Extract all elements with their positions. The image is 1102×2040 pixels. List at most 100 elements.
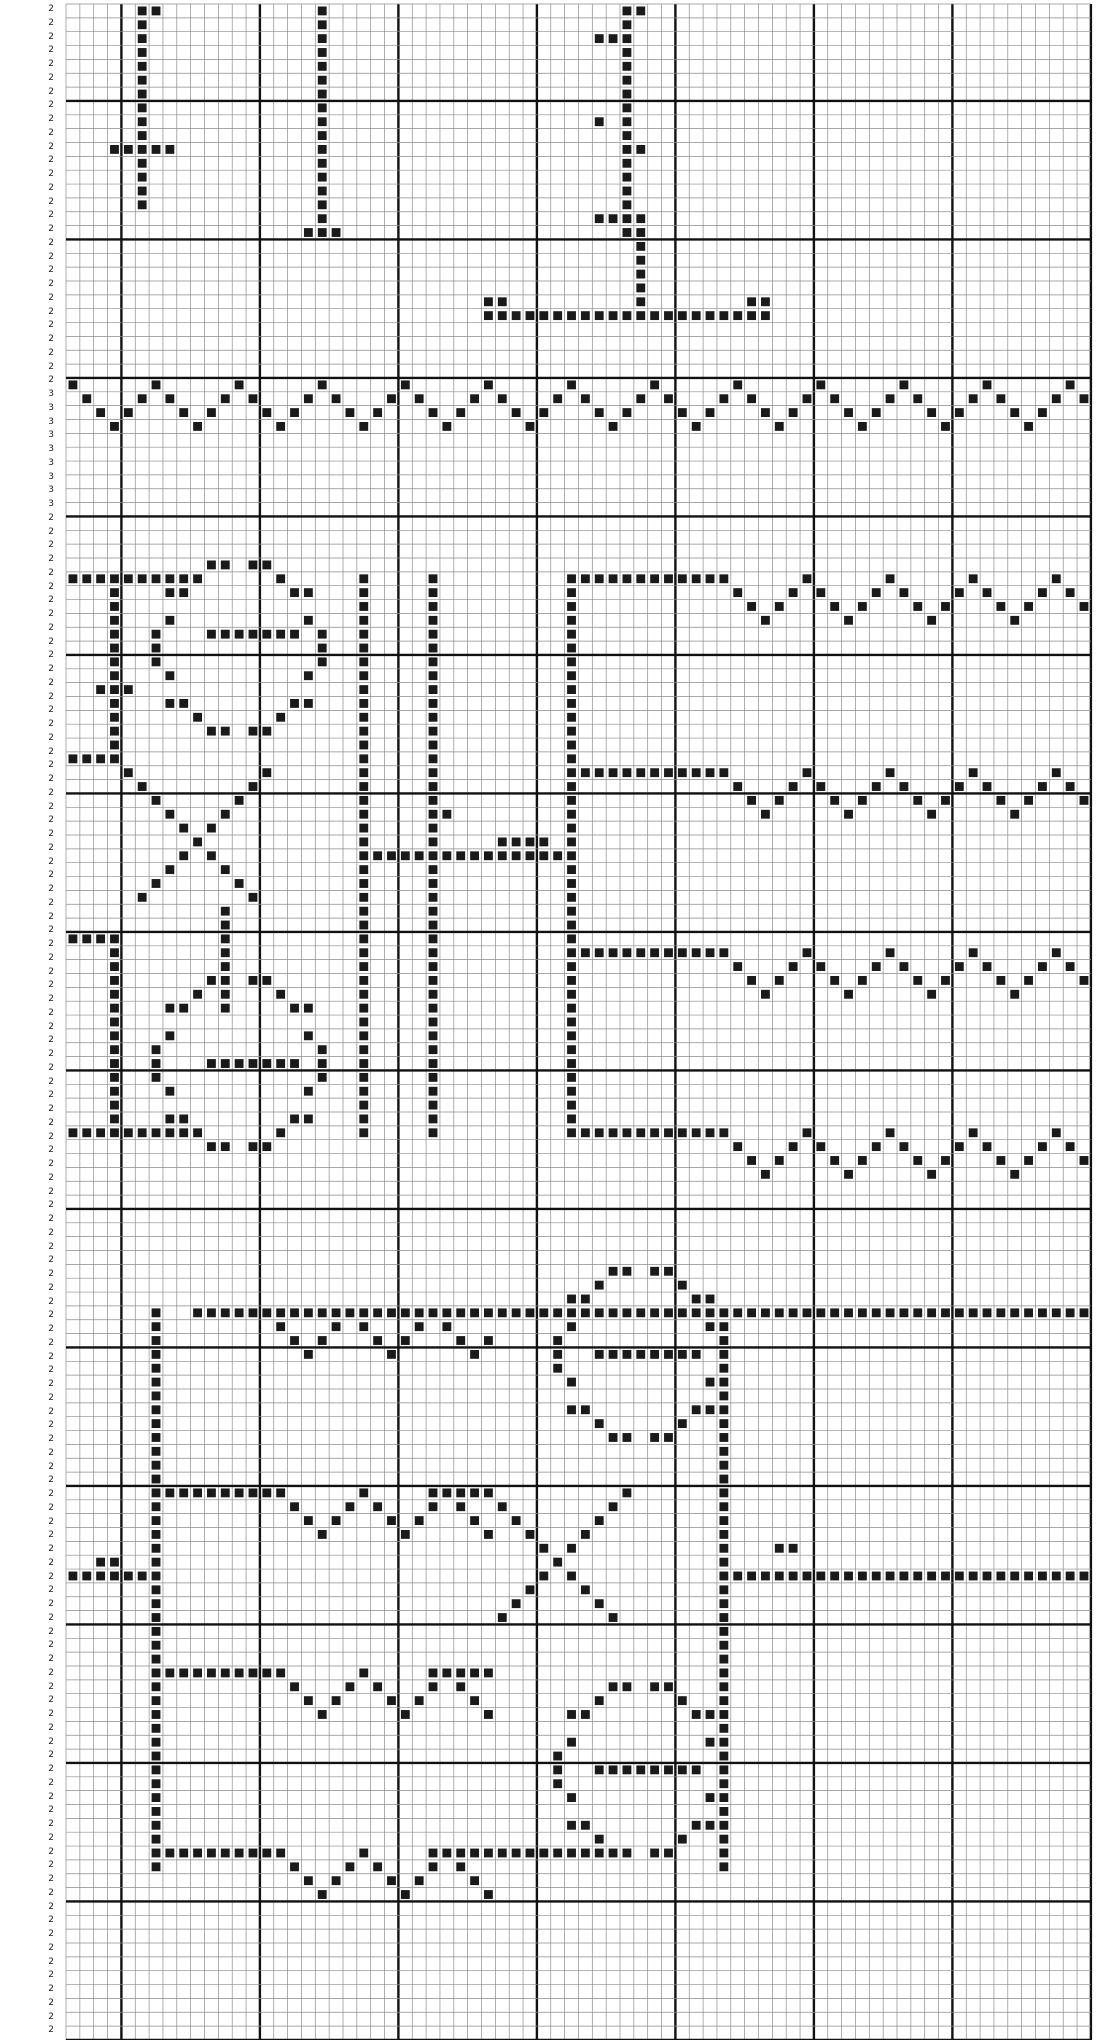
stitch-mark	[678, 1419, 687, 1428]
stitch-mark	[775, 976, 784, 985]
stitch-mark	[110, 671, 119, 680]
stitch-mark	[969, 768, 978, 777]
stitch-mark	[373, 1502, 382, 1511]
stitch-mark	[429, 1862, 438, 1871]
stitch-mark	[429, 713, 438, 722]
stitch-mark	[304, 1876, 313, 1885]
stitch-mark	[318, 1308, 327, 1317]
stitch-mark	[609, 1128, 618, 1137]
stitch-mark	[609, 34, 618, 43]
stitch-mark	[429, 630, 438, 639]
stitch-mark	[318, 145, 327, 154]
stitch-mark	[96, 1558, 105, 1567]
stitch-mark	[623, 1682, 632, 1691]
stitch-mark	[567, 616, 576, 625]
stitch-mark	[152, 1821, 161, 1830]
stitch-mark	[858, 422, 867, 431]
stitch-mark	[193, 1849, 202, 1858]
stitch-mark	[69, 1572, 78, 1581]
stitch-mark	[179, 1488, 188, 1497]
stitch-mark	[470, 1669, 479, 1678]
stitch-mark	[221, 962, 230, 971]
stitch-mark	[816, 380, 825, 389]
stitch-mark	[262, 408, 271, 417]
stitch-mark	[512, 838, 521, 847]
stitch-mark	[152, 1516, 161, 1525]
stitch-mark	[650, 380, 659, 389]
stitch-mark	[678, 1350, 687, 1359]
stitch-mark	[359, 782, 368, 791]
stitch-mark	[664, 1308, 673, 1317]
stitch-mark	[983, 782, 992, 791]
stitch-mark	[235, 1849, 244, 1858]
stitch-mark	[526, 1585, 535, 1594]
stitch-mark	[207, 561, 216, 570]
stitch-mark	[567, 907, 576, 916]
stitch-mark	[664, 574, 673, 583]
stitch-mark	[858, 976, 867, 985]
stitch-mark	[152, 1765, 161, 1774]
stitch-mark	[110, 962, 119, 971]
stitch-mark	[359, 713, 368, 722]
stitch-mark	[179, 1849, 188, 1858]
stitch-mark	[1038, 1308, 1047, 1317]
stitch-mark	[152, 1336, 161, 1345]
stitch-mark	[152, 1447, 161, 1456]
stitch-mark	[803, 948, 812, 957]
stitch-mark	[152, 380, 161, 389]
stitch-mark	[429, 1669, 438, 1678]
stitch-mark	[429, 1488, 438, 1497]
stitch-mark	[359, 810, 368, 819]
stitch-mark	[650, 1350, 659, 1359]
stitch-mark	[276, 1059, 285, 1068]
stitch-mark	[567, 1405, 576, 1414]
stitch-mark	[442, 1308, 451, 1317]
stitch-mark	[623, 1433, 632, 1442]
stitch-mark	[1038, 962, 1047, 971]
stitch-mark	[110, 934, 119, 943]
stitch-mark	[1038, 408, 1047, 417]
stitch-mark	[318, 62, 327, 71]
stitch-mark	[1024, 1308, 1033, 1317]
stitch-mark	[179, 824, 188, 833]
stitch-mark	[387, 1516, 396, 1525]
stitch-mark	[456, 408, 465, 417]
stitch-mark	[484, 1669, 493, 1678]
stitch-mark	[152, 1405, 161, 1414]
stitch-mark	[332, 1516, 341, 1525]
stitch-mark	[803, 1572, 812, 1581]
stitch-mark	[442, 851, 451, 860]
stitch-mark	[595, 1281, 604, 1290]
stitch-mark	[332, 1308, 341, 1317]
stitch-mark	[359, 754, 368, 763]
stitch-mark	[152, 1738, 161, 1747]
stitch-mark	[1066, 1308, 1075, 1317]
stitch-mark	[429, 796, 438, 805]
stitch-mark	[512, 1516, 521, 1525]
stitch-mark	[498, 1502, 507, 1511]
stitch-mark	[609, 1613, 618, 1622]
stitch-mark	[719, 1405, 728, 1414]
stitch-mark	[442, 1488, 451, 1497]
stitch-mark	[636, 311, 645, 320]
stitch-mark	[1010, 810, 1019, 819]
stitch-mark	[110, 616, 119, 625]
stitch-mark	[650, 1682, 659, 1691]
stitch-mark	[526, 1530, 535, 1539]
stitch-mark	[470, 1696, 479, 1705]
stitch-mark	[152, 1433, 161, 1442]
stitch-mark	[706, 1821, 715, 1830]
stitch-mark	[623, 1308, 632, 1317]
stitch-mark	[567, 1115, 576, 1124]
stitch-mark	[470, 1308, 479, 1317]
stitch-mark	[650, 768, 659, 777]
stitch-mark	[900, 1572, 909, 1581]
stitch-mark	[359, 934, 368, 943]
stitch-mark	[595, 1835, 604, 1844]
stitch-mark	[276, 1488, 285, 1497]
stitch-mark	[96, 574, 105, 583]
stitch-mark	[484, 297, 493, 306]
stitch-mark	[387, 1350, 396, 1359]
stitch-mark	[429, 1073, 438, 1082]
stitch-mark	[429, 810, 438, 819]
